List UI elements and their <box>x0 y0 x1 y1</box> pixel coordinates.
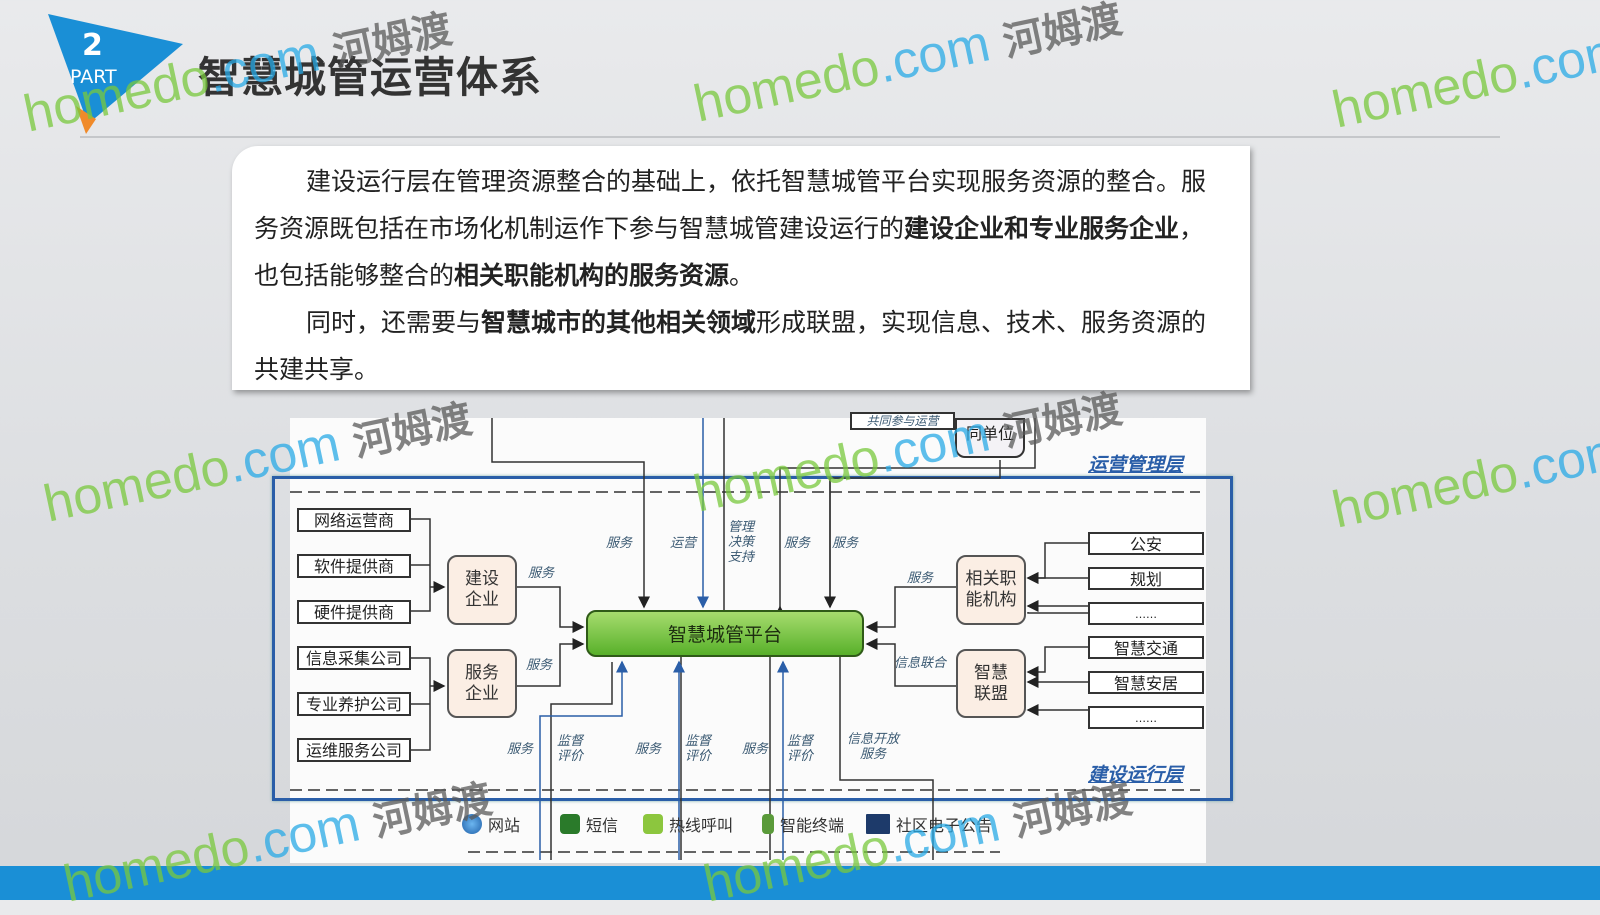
construction-layer-frame <box>272 476 1233 801</box>
p1-text: 建设运行层在管理资源整合的基础上，依托智慧城管平台实现服务资源的整合。服务资源既… <box>254 167 1207 243</box>
edge-label: 信息联合 <box>894 656 947 671</box>
channel-terminal: 智能终端 <box>762 812 844 836</box>
edge-label: 服务 <box>526 658 553 673</box>
edge-label: 服务 <box>907 571 934 586</box>
channel-label: 智能终端 <box>780 816 845 835</box>
p1-end: 。 <box>729 261 755 290</box>
globe-icon <box>462 814 482 834</box>
mobile-icon <box>762 814 774 834</box>
right-item: 智慧安居 <box>1088 671 1204 694</box>
edge-label: 服务 <box>507 742 534 757</box>
edge-label: 服务 <box>606 536 633 551</box>
bottom-bar <box>0 866 1600 900</box>
edge-label: 监督评价 <box>556 734 583 764</box>
left-item: 专业养护公司 <box>297 692 411 716</box>
platform-node: 智慧城管平台 <box>586 610 864 657</box>
title-divider <box>80 136 1500 138</box>
edge-label: 服务 <box>832 536 859 551</box>
channel-hotline: 热线呼叫 <box>643 812 733 836</box>
construction-enterprise-node: 建设企业 <box>447 555 517 625</box>
monitor-icon <box>866 814 890 834</box>
left-item: 硬件提供商 <box>297 600 411 624</box>
edge-label: 信息开放服务 <box>846 732 899 762</box>
phone-icon <box>643 814 663 834</box>
edge-label: 监督评价 <box>786 734 813 764</box>
edge-label: 运营 <box>670 536 697 551</box>
p2-start: 同时，还需要与 <box>306 308 482 337</box>
edge-label: 监督评价 <box>684 734 711 764</box>
p1-bold-2: 相关职能机构的服务资源 <box>454 261 730 290</box>
edge-label: 管理决策支持 <box>727 520 754 565</box>
sms-icon <box>560 814 580 834</box>
channel-website: 网站 <box>462 812 520 836</box>
left-item: 软件提供商 <box>297 554 411 578</box>
paragraph-1: 建设运行层在管理资源整合的基础上，依托智慧城管平台实现服务资源的整合。服务资源既… <box>254 158 1228 299</box>
right-item: …… <box>1088 602 1204 625</box>
page-title: 智慧城管运营体系 <box>198 53 543 102</box>
right-item: …… <box>1088 706 1204 729</box>
unit-box: 同单位 <box>955 418 1025 458</box>
layer-label-construction: 建设运行层 <box>1088 764 1184 786</box>
edge-label: 服务 <box>635 742 662 757</box>
left-item: 网络运营商 <box>297 508 411 532</box>
channel-label: 网站 <box>488 816 521 835</box>
p1-mid: ，也包括能够整合的 <box>254 214 1205 290</box>
channel-label: 社区电子公告 <box>896 816 993 835</box>
agencies-node: 相关职能机构 <box>956 555 1026 625</box>
part-badge: 2 PART <box>48 14 188 134</box>
edge-label: 服务 <box>784 536 811 551</box>
right-item: 智慧交通 <box>1088 636 1204 659</box>
part-number: 2 <box>82 28 103 63</box>
left-item: 运维服务公司 <box>297 738 411 762</box>
paragraph-2: 同时，还需要与智慧城市的其他相关领域形成联盟，实现信息、技术、服务资源的共建共享… <box>254 299 1228 393</box>
left-item: 信息采集公司 <box>297 646 411 670</box>
right-item: 规划 <box>1088 567 1204 590</box>
joint-operation-box: 共同参与运营 <box>850 412 955 430</box>
p1-bold-1: 建设企业和专业服务企业 <box>904 214 1180 243</box>
layer-label-ops-mgmt: 运营管理层 <box>1088 454 1184 476</box>
p2-end: 形成联盟，实现信息、技术、服务资源的共建共享。 <box>254 308 1207 384</box>
channel-bulletin: 社区电子公告 <box>866 812 992 836</box>
part-label: PART <box>70 66 117 88</box>
alliance-node: 智慧联盟 <box>956 649 1026 718</box>
right-item: 公安 <box>1088 532 1204 555</box>
service-enterprise-node: 服务企业 <box>447 649 517 718</box>
badge-triangle-icon <box>48 14 183 134</box>
edge-label: 服务 <box>528 566 555 581</box>
edge-label: 服务 <box>742 742 769 757</box>
channel-label: 短信 <box>586 816 619 835</box>
channel-label: 热线呼叫 <box>669 816 734 835</box>
p2-bold: 智慧城市的其他相关领域 <box>481 308 757 337</box>
channel-sms: 短信 <box>560 812 618 836</box>
text-card: 建设运行层在管理资源整合的基础上，依托智慧城管平台实现服务资源的整合。服务资源既… <box>232 146 1250 390</box>
